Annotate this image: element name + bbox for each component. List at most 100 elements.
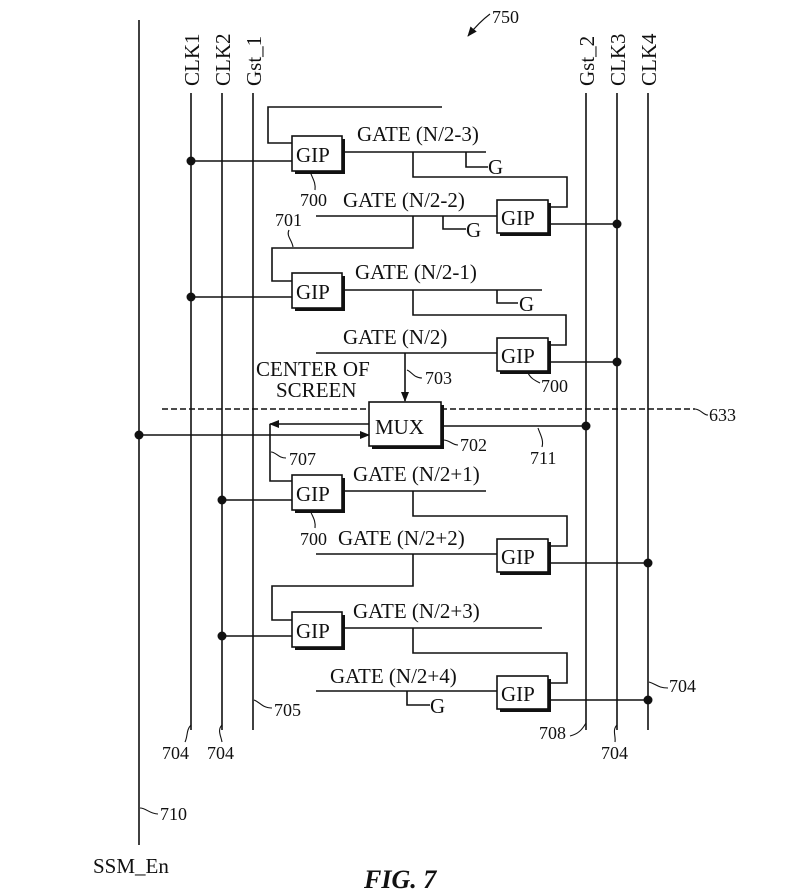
g-label: G bbox=[430, 694, 445, 718]
gst1-label: Gst_1 bbox=[242, 36, 266, 86]
gip-stage-6: GIP GATE (N/2+2) bbox=[271, 526, 653, 621]
mux-in-ref: 703 bbox=[425, 368, 452, 388]
gip-ref: 700 bbox=[541, 376, 568, 396]
carry-wire bbox=[412, 628, 568, 684]
gip-block bbox=[496, 337, 549, 372]
junction-dot bbox=[186, 292, 196, 302]
gip-label: GIP bbox=[296, 482, 330, 506]
ssm-en-label: SSM_En bbox=[93, 854, 169, 878]
mux-ref: 702 bbox=[460, 435, 487, 455]
gst2-label: Gst_2 bbox=[575, 36, 599, 86]
gip-label: GIP bbox=[501, 682, 535, 706]
gip-stage-4: GIP GATE (N/2) 703 700 bbox=[316, 325, 622, 402]
gip-stage-3: GIP GATE (N/2-1) G bbox=[186, 260, 567, 346]
gip-label: GIP bbox=[296, 619, 330, 643]
gate-label: GATE (N/2+2) bbox=[338, 526, 465, 550]
ref-leader bbox=[309, 509, 316, 529]
gip-label: GIP bbox=[501, 545, 535, 569]
ref-leader bbox=[218, 724, 223, 743]
g-branch bbox=[406, 691, 430, 706]
junction-dot bbox=[643, 695, 653, 705]
gate-label: GATE (N/2+4) bbox=[330, 664, 457, 688]
start-input-wire bbox=[267, 106, 442, 144]
gip-block bbox=[291, 474, 343, 511]
ref-leader bbox=[184, 724, 192, 743]
ref-leader bbox=[406, 369, 423, 379]
ref-leader bbox=[270, 451, 287, 459]
gip-block bbox=[496, 675, 549, 710]
clk4-ref: 704 bbox=[669, 676, 696, 696]
ref-leader bbox=[569, 722, 587, 737]
ref-leader bbox=[648, 681, 669, 689]
clk1-label: CLK1 bbox=[180, 34, 204, 87]
figure-ref-750: 750 bbox=[492, 7, 519, 27]
ref-leader bbox=[287, 229, 294, 248]
junction-dot bbox=[186, 156, 196, 166]
gate-label: GATE (N/2-2) bbox=[343, 188, 465, 212]
gip-ref: 700 bbox=[300, 190, 327, 210]
g-branch bbox=[465, 152, 488, 168]
gip-stage-5: GIP GATE (N/2+1) 700 bbox=[217, 462, 568, 549]
gate-label: GATE (N/2) bbox=[343, 325, 447, 349]
clk3-ref: 704 bbox=[601, 743, 628, 763]
junction-dot bbox=[217, 631, 227, 641]
gst1-ref: 705 bbox=[274, 700, 301, 720]
ref-leader bbox=[526, 370, 541, 384]
mux-out-ref: 707 bbox=[289, 449, 316, 469]
center-label-line2: SCREEN bbox=[276, 378, 357, 402]
junction-dot bbox=[612, 219, 622, 229]
gate-label: GATE (N/2-1) bbox=[355, 260, 477, 284]
reference-arrow-icon bbox=[467, 13, 491, 37]
carry-wire bbox=[271, 554, 414, 621]
ref-leader bbox=[694, 408, 709, 416]
gip-label: GIP bbox=[296, 280, 330, 304]
gip-block bbox=[291, 135, 343, 172]
clk2-label: CLK2 bbox=[211, 34, 235, 87]
carry-wire bbox=[412, 152, 568, 208]
ref-leader bbox=[613, 724, 618, 743]
gip-stage-1: GIP GATE (N/2-3) G 700 bbox=[186, 106, 568, 210]
junction-dot bbox=[217, 495, 227, 505]
gip-label: GIP bbox=[501, 206, 535, 230]
junction-dot bbox=[612, 357, 622, 367]
g-label: G bbox=[466, 218, 481, 242]
gst2-ref: 708 bbox=[539, 723, 566, 743]
center-ref: 633 bbox=[709, 405, 736, 425]
gip-block bbox=[496, 538, 549, 573]
gip-stage-7: GIP GATE (N/2+3) bbox=[217, 599, 568, 684]
ssm-en-ref: 710 bbox=[160, 804, 187, 824]
mux-block-group: MUX 702 bbox=[368, 401, 487, 455]
carry-wire bbox=[271, 216, 414, 282]
gate-label: GATE (N/2+1) bbox=[353, 462, 480, 486]
junction-dot bbox=[134, 430, 144, 440]
carry-wire bbox=[412, 290, 567, 346]
gip-stage-8: GIP GATE (N/2+4) G bbox=[316, 664, 653, 718]
carry-wire bbox=[412, 491, 568, 547]
clk3-label: CLK3 bbox=[606, 34, 630, 87]
carry-ref: 701 bbox=[275, 210, 302, 230]
mux-block bbox=[368, 401, 442, 447]
gip-label: GIP bbox=[296, 143, 330, 167]
g-label: G bbox=[488, 155, 503, 179]
gip-block bbox=[291, 611, 343, 648]
figure-title: FIG. 7 bbox=[363, 865, 437, 890]
gate-label: GATE (N/2+3) bbox=[353, 599, 480, 623]
mux-to-gip-wire bbox=[269, 424, 292, 482]
gip-label: GIP bbox=[501, 344, 535, 368]
junction-dot bbox=[643, 558, 653, 568]
ref-leader bbox=[537, 427, 544, 448]
g-branch bbox=[442, 216, 466, 230]
ref-leader bbox=[139, 807, 159, 815]
ref-leader bbox=[442, 439, 459, 446]
gate-label: GATE (N/2-3) bbox=[357, 122, 479, 146]
g-branch bbox=[496, 290, 518, 304]
ssm-feed-ref: 711 bbox=[530, 448, 556, 468]
clk1-ref: 704 bbox=[162, 743, 189, 763]
clk4-label: CLK4 bbox=[637, 33, 661, 86]
mux-label: MUX bbox=[375, 415, 424, 439]
gip-ref: 700 bbox=[300, 529, 327, 549]
center-label-line1: CENTER OF bbox=[256, 357, 370, 381]
g-label: G bbox=[519, 292, 534, 316]
figure-reference: 750 bbox=[467, 7, 519, 37]
